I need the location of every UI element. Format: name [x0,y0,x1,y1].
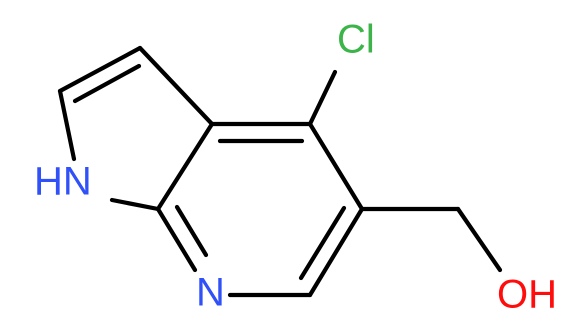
hydroxyl-label: OH [497,273,557,317]
bond-c3a-c7a [155,121,215,212]
bond-c7a-n7-inner [174,204,209,258]
bond-c2-c3 [57,45,143,94]
bond-c7a-n7 [155,206,198,273]
bond-ch2-oh [455,206,503,273]
bond-c3-c3a [137,45,215,127]
bond-c5-c4 [307,121,365,212]
chlorine-label: Cl [337,18,375,62]
bond-c6-c5 [307,206,365,298]
bond-n1-c2 [57,88,77,162]
bond-c2-c3-inner [72,63,142,104]
nh-label: HN [34,160,92,204]
bond-c6-c5-inner [298,205,347,281]
bond-c4-cl [307,69,338,127]
bond-n1-c7a [109,197,161,212]
pyridine-n-label: N [196,271,225,315]
